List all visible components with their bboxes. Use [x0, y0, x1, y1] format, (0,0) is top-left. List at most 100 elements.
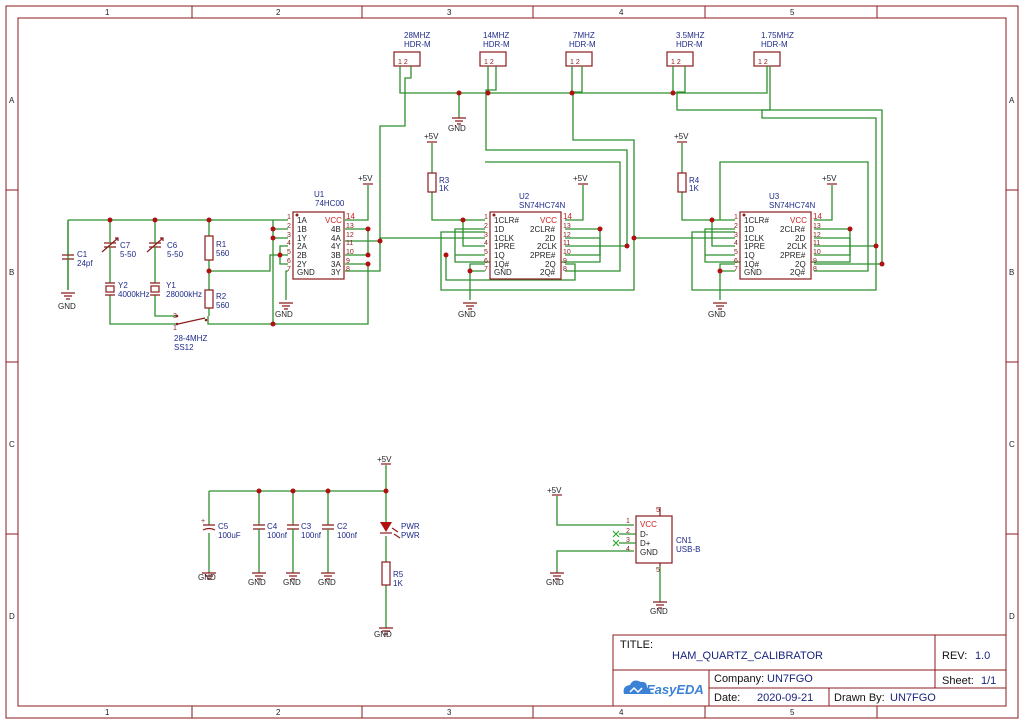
vcc-symbol-u3: +5V: [822, 174, 837, 185]
gnd-label-u1: GND: [275, 310, 293, 319]
capacitor-c3: C3 100nf: [287, 522, 322, 540]
switch-ref: 28-4MHZ: [174, 334, 207, 343]
gnd-label-u2: GND: [458, 310, 476, 319]
row-label-d: D: [9, 612, 15, 621]
header-7mhz: 7MHZ HDR-M 1 2: [565, 31, 596, 67]
gnd-label-cn1: GND: [650, 607, 668, 616]
u1-pin-num: 4: [287, 240, 291, 247]
trimmer-capacitor-c6: C6 5-50: [146, 233, 184, 259]
cn1-value: USB-B: [676, 545, 700, 554]
capacitor-c2: C2 100nf: [322, 522, 358, 540]
u2-pin-1d: 1D: [494, 225, 504, 234]
u2-pin-num: 2: [484, 223, 488, 230]
u2-pin-1pre: 1PRE: [494, 242, 515, 251]
drawn-by-value: UN7FGO: [890, 692, 936, 704]
r5-ref: R5: [393, 570, 404, 579]
c3-ref: C3: [301, 522, 312, 531]
vcc-label-u3: +5V: [822, 174, 837, 183]
u2-pin-num: 13: [563, 223, 571, 230]
u2-pin-num: 14: [563, 212, 572, 221]
header-28mhz: 28MHZ HDR-M 1 2: [393, 31, 431, 67]
u1-pin-numbers: 1 2 3 4 5 6 7 14 13 12 11 10 9 8: [287, 212, 355, 273]
u3-pin-num: 2: [734, 223, 738, 230]
header-14mhz-pins: 1 2: [484, 59, 494, 66]
u2-pin-num: 7: [484, 266, 488, 273]
drawn-by-label: Drawn By:: [834, 692, 885, 704]
cn1-pin-num: 1: [626, 518, 630, 525]
u3-pin-2clk: 2CLK: [787, 242, 808, 251]
u1-pin-num: 10: [346, 249, 354, 256]
u3-pin-2qn: 2Q#: [790, 268, 806, 277]
drawing-border: 1 2 3 4 5 1 2 3 4 5 A B C D A B C D: [5, 5, 1019, 719]
y1-ref: Y1: [166, 281, 176, 290]
company-value: UN7FGO: [767, 673, 813, 685]
vcc-symbol-usb: +5V: [547, 486, 562, 496]
col-label-1-bottom: 1: [105, 708, 110, 717]
resistor-r3: R3 1K: [427, 172, 450, 193]
ic-u1: U1 74HC00 1A 1B 1Y 2A 2B 2Y GND VCC 4B 4…: [287, 190, 355, 280]
r4-ref: R4: [689, 176, 700, 185]
c2-value: 100nf: [337, 531, 358, 540]
header-14mhz-freq: 14MHZ: [483, 31, 509, 40]
u1-pin-3y: 3Y: [331, 268, 341, 277]
cn1-pin-num: 4: [626, 546, 630, 553]
vcc-label-usb: +5V: [547, 486, 562, 495]
gnd-label-c2: GND: [318, 578, 336, 587]
gnd-label-c5: GND: [198, 573, 216, 582]
u1-ref: U1: [314, 190, 325, 199]
r1-ref: R1: [216, 240, 227, 249]
u2-pin-2clk: 2CLK: [537, 242, 558, 251]
u3-pin-num: 8: [813, 266, 817, 273]
gnd-label-c4: GND: [248, 578, 266, 587]
gnd-symbol-cn1: GND: [650, 601, 668, 616]
u1-pin-1y: 1Y: [297, 234, 307, 243]
col-label-4: 4: [619, 8, 624, 17]
cn1-pin-dp: D+: [640, 539, 651, 548]
u2-pin-num: 6: [484, 258, 488, 265]
resistor-r2: R2 560: [204, 289, 230, 310]
vcc-label-r4: +5V: [674, 132, 689, 141]
gnd-label-headers: GND: [448, 124, 466, 133]
cn1-pin-num: 2: [626, 528, 630, 535]
c4-ref: C4: [267, 522, 278, 531]
ic-u2: U2 SN74HC74N 1CLR# 1D 1CLK 1PRE 1Q 1Q# G…: [484, 192, 572, 280]
u3-pin-1clr: 1CLR#: [744, 216, 769, 225]
c7-value: 5-50: [120, 250, 137, 259]
u1-pin-num: 13: [346, 223, 354, 230]
pwr-value: PWR: [401, 531, 420, 540]
col-label-1: 1: [105, 8, 110, 17]
drawing-title: HAM_QUARTZ_CALIBRATOR: [672, 650, 823, 662]
u3-pin-num: 10: [813, 249, 821, 256]
u1-pin-4b: 4B: [331, 225, 341, 234]
header-7mhz-part: HDR-M: [569, 40, 596, 49]
u1-pin-4a: 4A: [331, 234, 341, 243]
gnd-label-c3: GND: [283, 578, 301, 587]
gnd-symbol-u3: GND: [708, 302, 727, 319]
c5-polarity-icon: +: [201, 518, 205, 525]
u1-pin-1a: 1A: [297, 216, 307, 225]
col-label-3-bottom: 3: [447, 708, 452, 717]
u2-pin-1q: 1Q: [494, 251, 505, 260]
switch-ss12: 3 1 28-4MHZ SS12: [173, 313, 207, 352]
header-3-5mhz-pins: 1 2: [671, 59, 681, 66]
u1-pin-4y: 4Y: [331, 242, 341, 251]
u1-pin-num: 6: [287, 258, 291, 265]
r3-value: 1K: [439, 184, 449, 193]
u3-part: SN74HC74N: [769, 201, 815, 210]
row-label-c-right: C: [1009, 440, 1015, 449]
u2-pin-num: 4: [484, 240, 488, 247]
col-label-4-bottom: 4: [619, 708, 624, 717]
u1-pin-2a: 2A: [297, 242, 307, 251]
u3-pin-num: 13: [813, 223, 821, 230]
u3-pin-num: 12: [813, 232, 821, 239]
trimmer-capacitor-c7: C7 5-50: [101, 233, 137, 259]
u1-pin-2b: 2B: [297, 251, 307, 260]
u3-pin-num: 3: [734, 232, 738, 239]
header-14mhz-part: HDR-M: [483, 40, 510, 49]
header-3-5mhz-part: HDR-M: [676, 40, 703, 49]
gnd-label-usb: GND: [546, 578, 564, 587]
u1-pin-num: 5: [287, 249, 291, 256]
capacitor-c5: + C5 100uF: [201, 518, 241, 540]
header-row: 28MHZ HDR-M 1 2 14MHZ HDR-M 1 2 7MHZ HDR…: [393, 31, 794, 67]
